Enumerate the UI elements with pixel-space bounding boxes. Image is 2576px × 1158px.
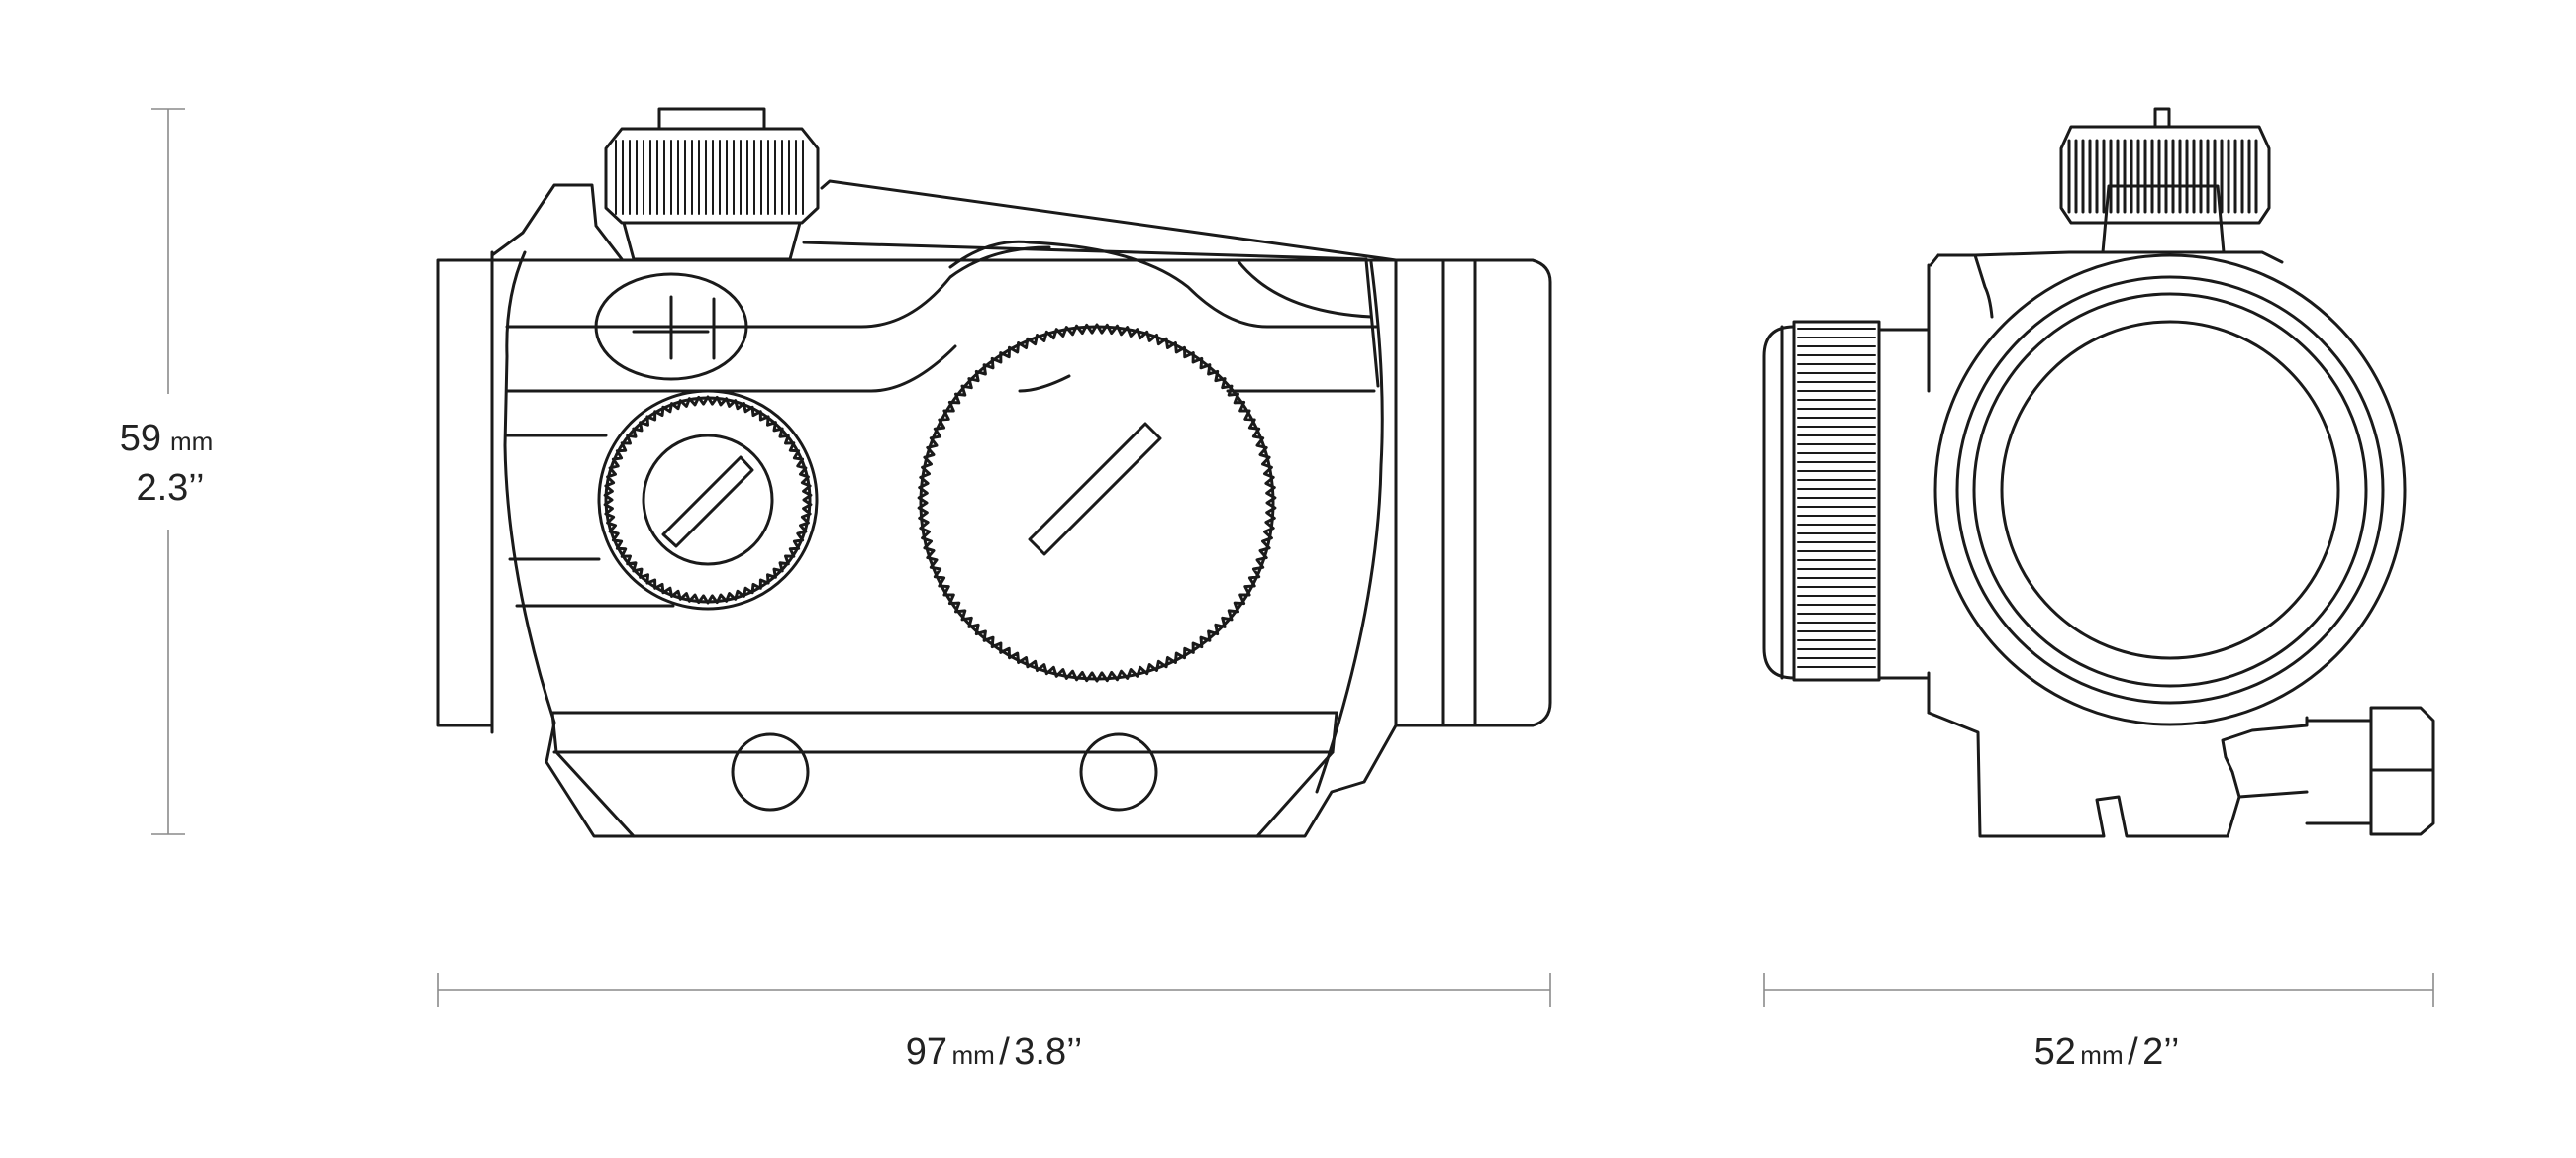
length-dimension: 97 mm / 3.8’’ xyxy=(437,973,1551,1073)
windage-knurl xyxy=(603,395,813,605)
front-turret-knurl xyxy=(2067,139,2258,214)
length-mm-unit: mm xyxy=(951,1040,994,1070)
height-inch-value: 2.3’’ xyxy=(136,467,204,509)
svg-text:59: 59 xyxy=(120,418,161,459)
height-mm-unit: mm xyxy=(170,427,213,456)
length-mm-value: 97 xyxy=(906,1031,947,1073)
front-view-drawing xyxy=(1762,107,2435,838)
width-dimension: 52 mm / 2’’ xyxy=(1763,973,2434,1073)
svg-text:97 mm / 3.8’: 97 mm / 3.8’’ xyxy=(906,1031,1083,1073)
width-mm-value: 52 xyxy=(2034,1031,2076,1073)
side-view-drawing xyxy=(436,107,1552,838)
reticle-logo-icon xyxy=(594,272,748,381)
length-separator: / xyxy=(999,1031,1010,1073)
length-inch-value: 3.8’’ xyxy=(1014,1031,1082,1073)
top-turret xyxy=(604,107,820,261)
width-inch-value: 2’’ xyxy=(2142,1031,2179,1073)
width-separator: / xyxy=(2128,1031,2138,1073)
svg-text:52 mm / 2’’: 52 mm / 2’’ xyxy=(2034,1031,2180,1073)
elevation-knurl xyxy=(917,323,1277,683)
height-mm-value: 59 xyxy=(120,418,161,459)
width-mm-unit: mm xyxy=(2080,1040,2123,1070)
height-dimension: 59 mm 2.3’’ xyxy=(120,108,213,835)
windage-knob xyxy=(597,389,819,611)
